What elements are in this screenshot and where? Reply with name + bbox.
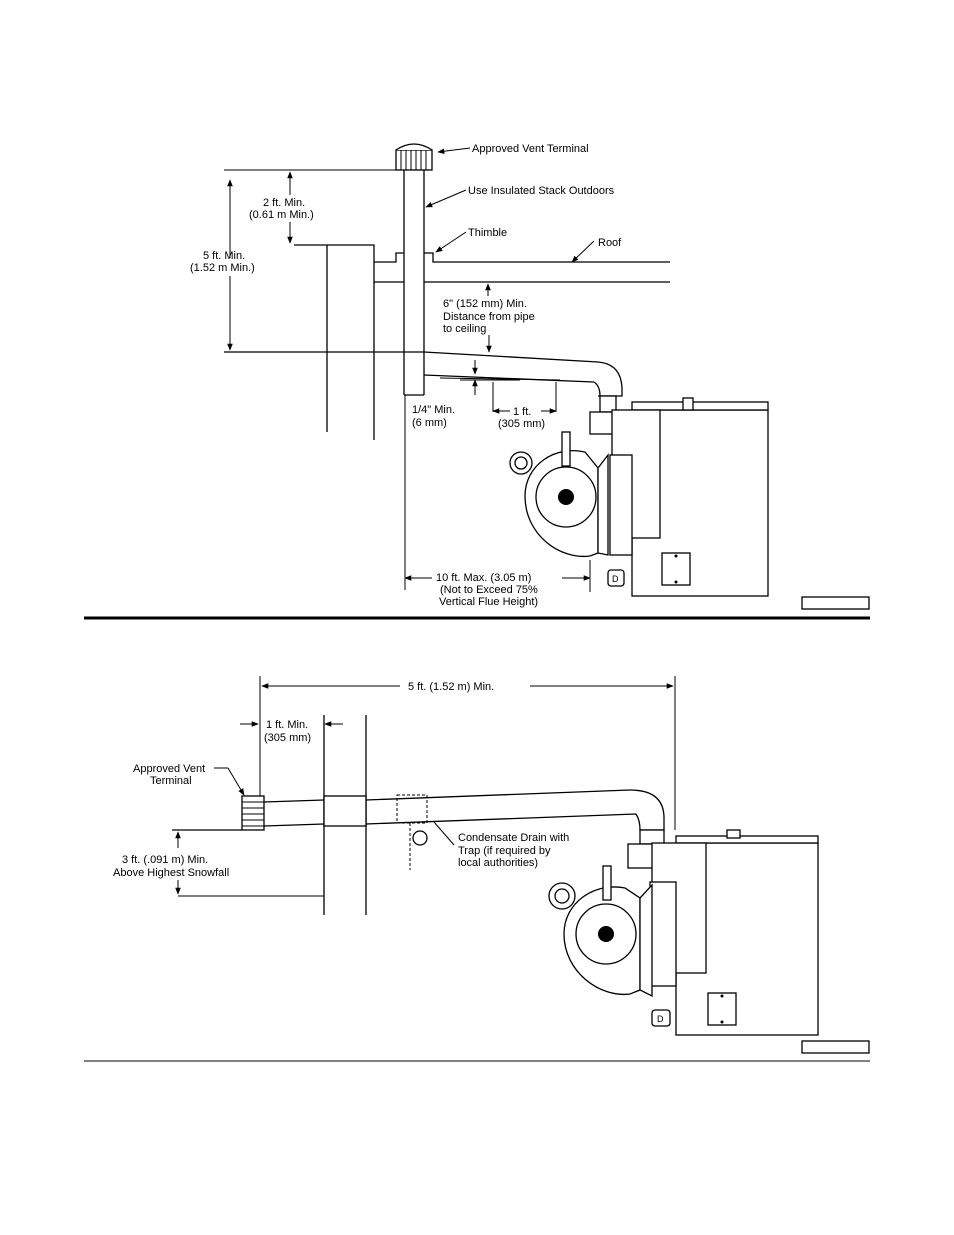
- svg-text:D: D: [657, 1014, 664, 1024]
- label-1ft-bottom-line2: (305 mm): [264, 732, 311, 744]
- label-vent-terminal: Approved Vent Terminal: [472, 143, 589, 155]
- roof-structure: [224, 244, 670, 590]
- label-2ft-line2: (0.61 m Min.): [249, 209, 314, 221]
- label-drain-line3: local authorities): [458, 857, 538, 869]
- label-10ft-line1: 10 ft. Max. (3.05 m): [436, 572, 531, 584]
- leader-insulated-stack: [425, 189, 467, 208]
- label-10ft-line3: Vertical Flue Height): [439, 596, 538, 608]
- burner-icon: [509, 431, 609, 558]
- dimension-3ft: [172, 829, 324, 897]
- horizontal-venting-diagram: D 5 ft. (1.52 m) Min. 1 ft. Min. (305 mm…: [113, 676, 870, 1054]
- dimension-5ft-bottom: [259, 676, 676, 830]
- label-5ft-bottom: 5 ft. (1.52 m) Min.: [408, 681, 494, 693]
- leader-vent-bottom-arrow: [227, 767, 245, 796]
- leader-vent-terminal: [437, 147, 471, 154]
- vertical-venting-diagram: D: [190, 143, 870, 610]
- dimension-1ft-top: [492, 382, 557, 414]
- label-quarter-line2: (6 mm): [412, 417, 447, 429]
- vent-terminal-icon: [395, 143, 433, 171]
- label-10ft-line2: (Not to Exceed 75%: [440, 584, 538, 596]
- dimension-10ft: [404, 560, 591, 592]
- vertical-stack: [403, 170, 425, 396]
- label-1ft-line2: (305 mm): [498, 418, 545, 430]
- label-6in-line2: Distance from pipe: [443, 311, 535, 323]
- label-6in-line3: to ceiling: [443, 323, 486, 335]
- dimension-5ft: [224, 169, 396, 351]
- boiler-icon: D: [607, 397, 769, 597]
- label-drain-line1: Condensate Drain with: [458, 832, 569, 844]
- vent-terminal-icon-bottom: [241, 795, 265, 831]
- label-vent-bottom-line1: Approved Vent: [133, 763, 205, 775]
- label-1ft-line1: 1 ft.: [513, 406, 531, 418]
- label-5ft-line2: (1.52 m Min.): [190, 262, 255, 274]
- figure-number-box-top: [801, 596, 870, 610]
- label-thimble: Thimble: [468, 227, 507, 239]
- svg-text:D: D: [612, 574, 619, 584]
- leader-roof: [571, 240, 595, 263]
- label-3ft-line1: 3 ft. (.091 m) Min.: [122, 854, 208, 866]
- label-vent-bottom-line2: Terminal: [150, 775, 192, 787]
- burner-icon-bottom: [548, 865, 653, 998]
- label-quarter-line1: 1/4" Min.: [412, 404, 455, 416]
- figure-number-box-bottom: [801, 1040, 870, 1054]
- label-drain-line2: Trap (if required by: [458, 845, 551, 857]
- condensate-drain: [409, 821, 455, 870]
- dimension-quarter-in: [460, 360, 520, 395]
- label-5ft-line1: 5 ft. Min.: [203, 250, 245, 262]
- label-insulated-stack: Use Insulated Stack Outdoors: [468, 185, 615, 197]
- horizontal-connector: [423, 351, 631, 435]
- boiler-icon-bottom: D: [649, 829, 819, 1036]
- label-3ft-line2: Above Highest Snowfall: [113, 867, 229, 879]
- label-roof: Roof: [598, 237, 622, 249]
- label-1ft-bottom-line1: 1 ft. Min.: [266, 719, 308, 731]
- label-2ft-line1: 2 ft. Min.: [263, 197, 305, 209]
- leader-thimble: [435, 231, 467, 253]
- label-6in-line1: 6" (152 mm) Min.: [443, 298, 527, 310]
